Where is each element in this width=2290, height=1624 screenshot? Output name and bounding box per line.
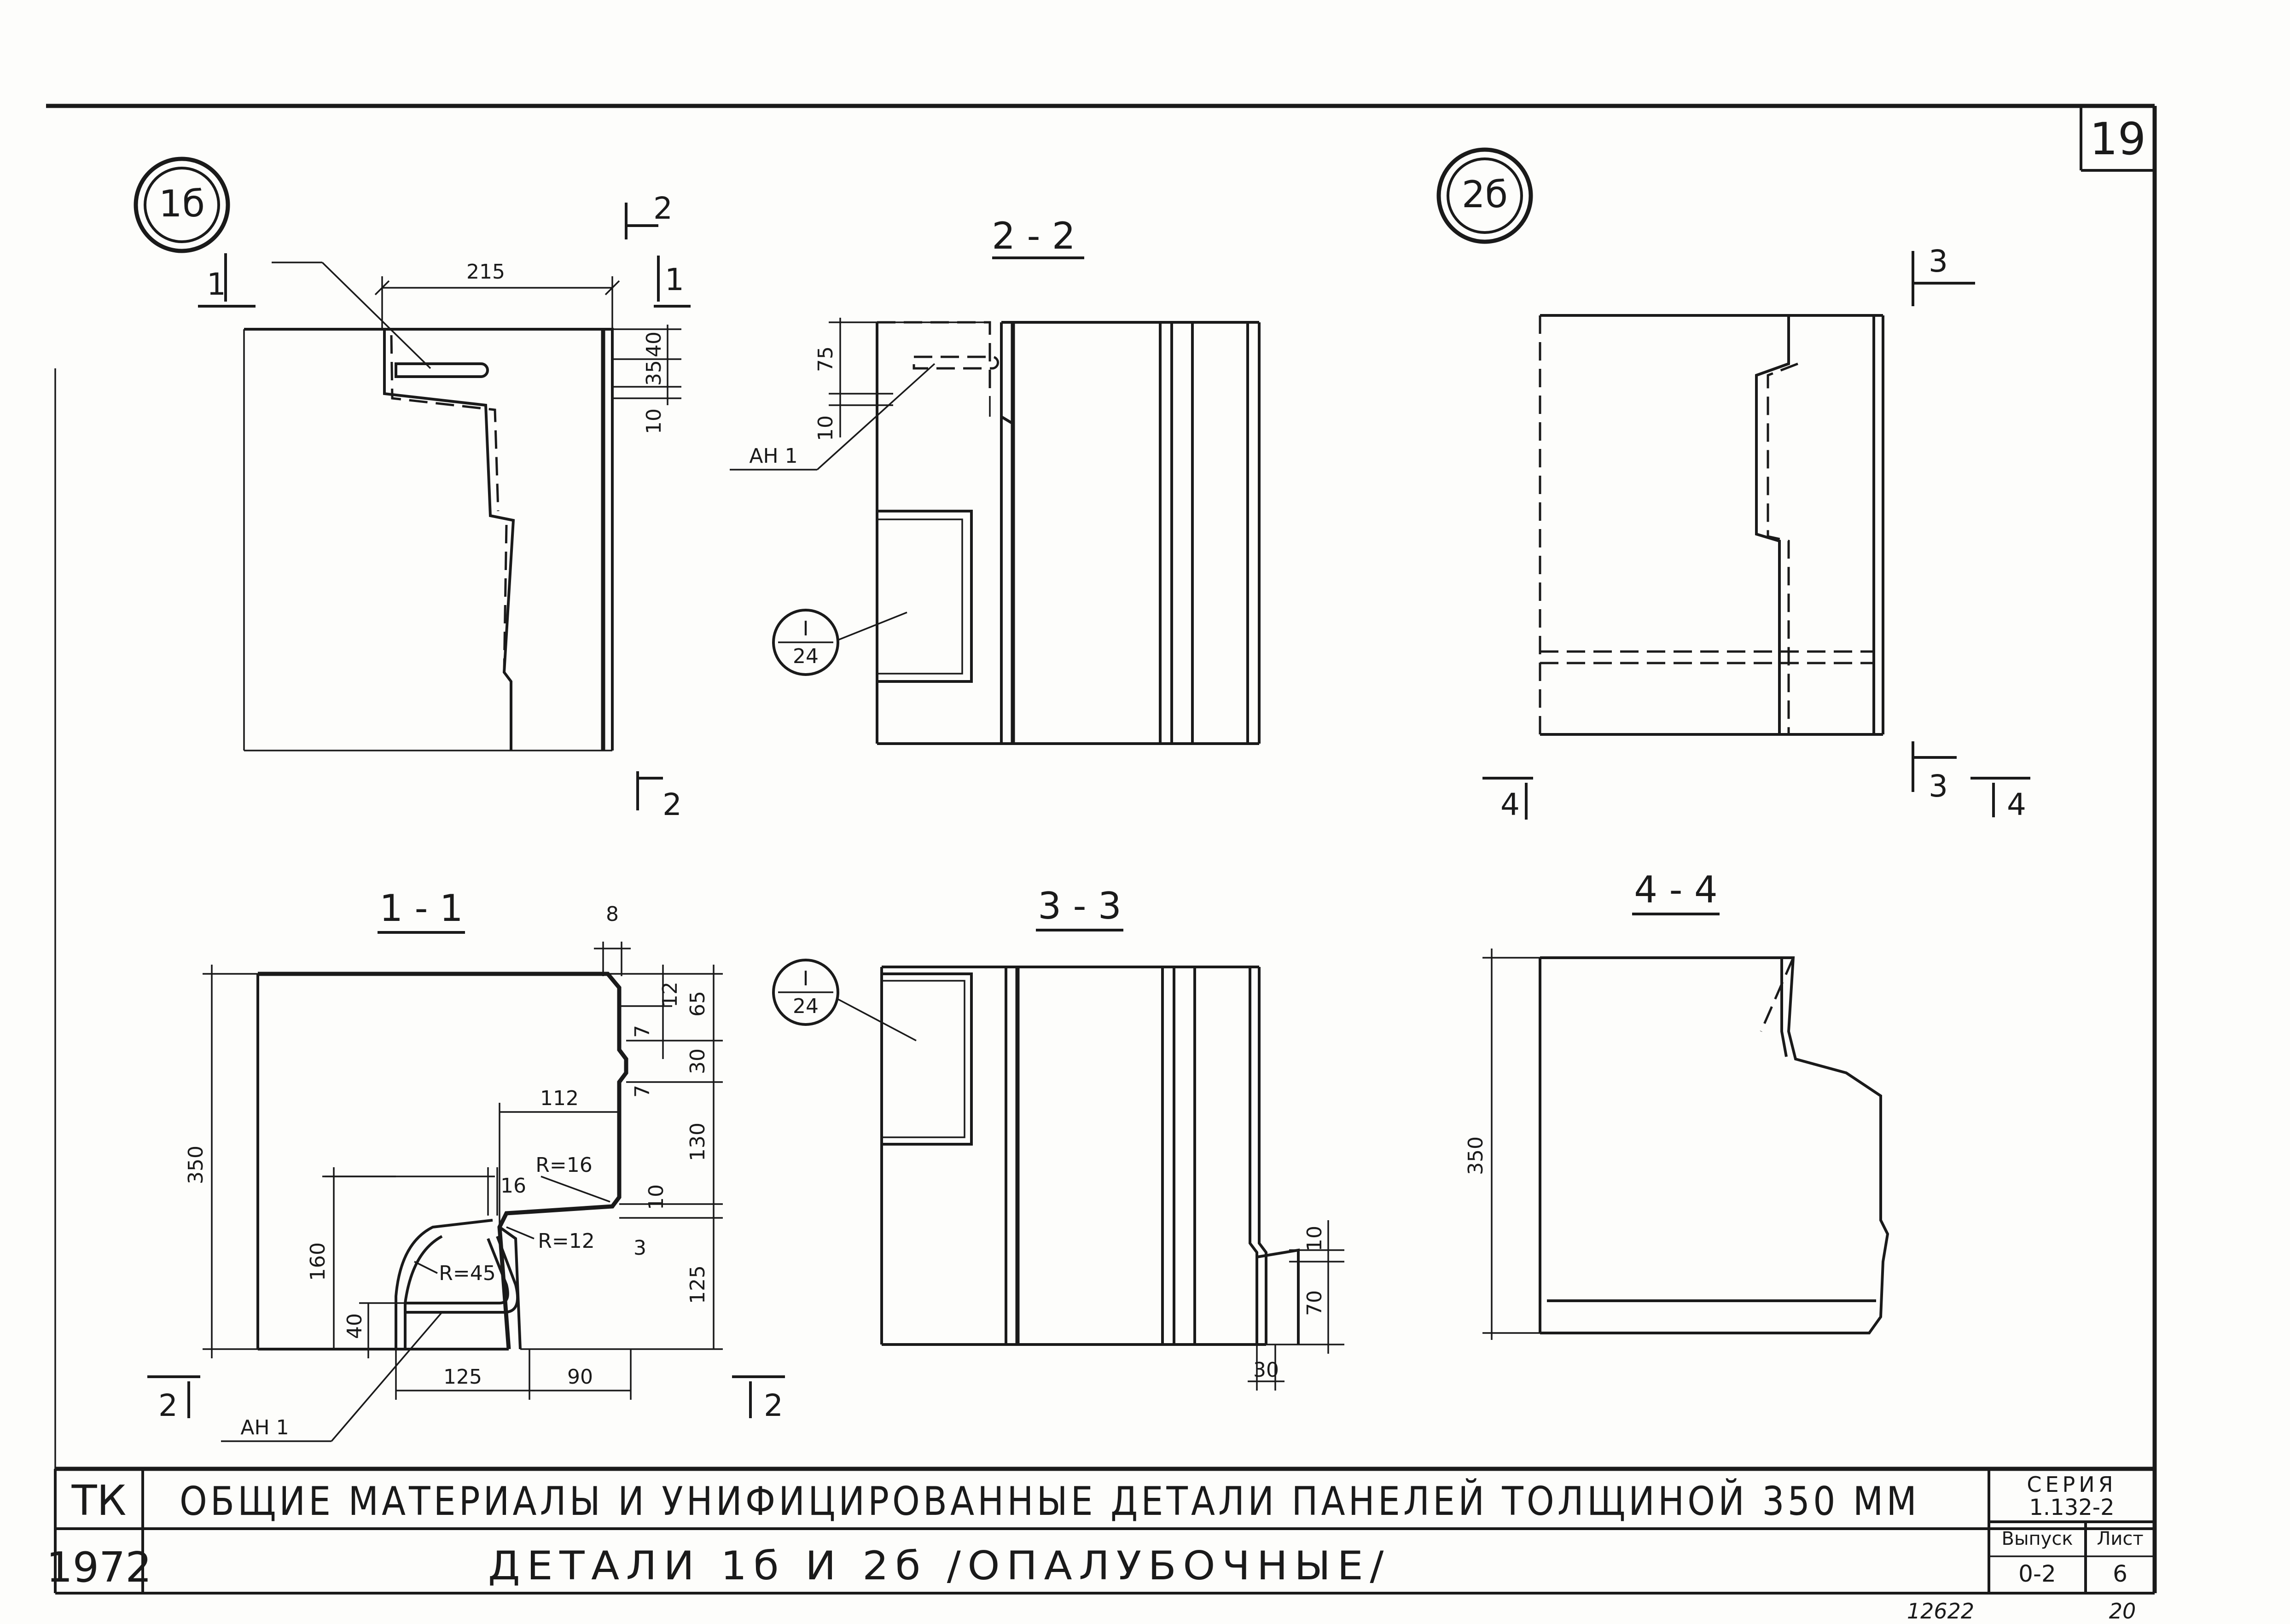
detail-ref-den-22: 24 bbox=[793, 645, 819, 668]
dim-40-11: 40 bbox=[343, 1313, 366, 1339]
series-label: СЕРИЯ bbox=[2027, 1472, 2116, 1497]
dim-10: 10 bbox=[642, 408, 666, 434]
dim-350-11: 350 bbox=[184, 1146, 208, 1184]
cut-mark-3-bottom: 3 bbox=[1929, 768, 1948, 804]
detail-2b-view: 2б 3 3 4 4 bbox=[1436, 147, 2030, 822]
cut-mark-2-left-11: 2 bbox=[158, 1388, 178, 1423]
section-1-1: 1 - 1 8 12 65 7 30 7 112 130 bbox=[147, 887, 785, 1442]
dim-75: 75 bbox=[814, 346, 837, 372]
dim-3: 3 bbox=[634, 1236, 646, 1260]
dim-r16: R=16 bbox=[535, 1153, 592, 1177]
title-line-2: ДЕТАЛИ 1б И 2б /ОПАЛУБОЧНЫЕ/ bbox=[488, 1543, 1390, 1589]
cut-mark-2-bottom: 2 bbox=[663, 787, 682, 822]
dim-65: 65 bbox=[686, 991, 709, 1017]
dim-35: 35 bbox=[642, 360, 666, 386]
detail-ref-num-33: I bbox=[803, 967, 809, 990]
cut-mark-2-top: 2 bbox=[653, 191, 673, 226]
title-line-1: ОБЩИЕ МАТЕРИАЛЫ И УНИФИЦИРОВАННЫЕ ДЕТАЛИ… bbox=[180, 1478, 1920, 1525]
year: 1972 bbox=[46, 1543, 151, 1592]
dim-70: 70 bbox=[1303, 1290, 1326, 1316]
section-4-4: 4 - 4 350 bbox=[1464, 868, 1889, 1340]
cut-mark-1-left: 1 bbox=[207, 267, 226, 302]
title-block: ТК 1972 ОБЩИЕ МАТЕРИАЛЫ И УНИФИЦИРОВАННЫ… bbox=[46, 1469, 2155, 1593]
section-2-2-title: 2 - 2 bbox=[992, 215, 1075, 257]
series-value: 1.132-2 bbox=[2029, 1495, 2114, 1520]
dim-350-44: 350 bbox=[1464, 1136, 1488, 1175]
section-2-2: 2 - 2 75 10 АН 1 I 24 bbox=[730, 215, 1261, 745]
detail-2b-label: 2б bbox=[1462, 173, 1508, 216]
dim-12: 12 bbox=[658, 982, 682, 1007]
dim-10-11: 10 bbox=[645, 1184, 668, 1210]
sheet-number: 19 bbox=[2090, 113, 2146, 165]
handwritten-number-right: 20 bbox=[2109, 1599, 2136, 1624]
dim-90: 90 bbox=[567, 1365, 593, 1389]
issue-label: Выпуск bbox=[2002, 1528, 2073, 1549]
dim-30: 30 bbox=[686, 1048, 709, 1074]
org-code: ТК bbox=[71, 1477, 127, 1525]
cut-mark-1-right: 1 bbox=[665, 262, 684, 297]
cut-mark-4-left: 4 bbox=[1500, 787, 1520, 822]
dim-30-33: 30 bbox=[1253, 1358, 1279, 1382]
detail-ref-num-22: I bbox=[803, 617, 809, 640]
handwritten-number-left: 12622 bbox=[1907, 1599, 1974, 1624]
dim-8: 8 bbox=[606, 902, 619, 926]
dim-7-bottom: 7 bbox=[631, 1085, 654, 1098]
section-3-3: 3 - 3 10 70 30 I 24 bbox=[772, 885, 1344, 1391]
cut-mark-3-top: 3 bbox=[1929, 244, 1948, 279]
dim-r45: R=45 bbox=[439, 1262, 495, 1285]
dim-7-top: 7 bbox=[631, 1025, 654, 1038]
sheet-frame bbox=[46, 104, 2157, 1595]
dim-130: 130 bbox=[686, 1123, 709, 1161]
detail-1b-label: 1б bbox=[159, 182, 205, 225]
dim-10-33: 10 bbox=[1303, 1226, 1326, 1251]
detail-1b-view: 1б 215 40 35 10 1 1 bbox=[134, 157, 691, 822]
dim-215: 215 bbox=[466, 260, 505, 284]
dim-10-22: 10 bbox=[814, 415, 837, 441]
sheet-value: 6 bbox=[2113, 1560, 2127, 1587]
dim-16: 16 bbox=[500, 1174, 526, 1198]
cut-mark-2-right-11: 2 bbox=[764, 1388, 783, 1423]
dim-40: 40 bbox=[642, 332, 666, 357]
dim-125-vert: 125 bbox=[686, 1265, 709, 1304]
dim-r12: R=12 bbox=[538, 1229, 594, 1253]
dim-160: 160 bbox=[306, 1242, 330, 1281]
section-3-3-title: 3 - 3 bbox=[1038, 885, 1122, 927]
rebar-label-11: АН 1 bbox=[240, 1416, 289, 1439]
detail-ref-den-33: 24 bbox=[793, 995, 819, 1018]
section-4-4-title: 4 - 4 bbox=[1634, 868, 1718, 911]
dim-125-horiz: 125 bbox=[443, 1365, 482, 1389]
dim-112: 112 bbox=[540, 1087, 579, 1110]
issue-value: 0-2 bbox=[2018, 1560, 2056, 1587]
cut-mark-4-right: 4 bbox=[2007, 787, 2026, 822]
section-1-1-title: 1 - 1 bbox=[379, 887, 463, 930]
rebar-label-22: АН 1 bbox=[749, 444, 797, 468]
sheet-label: Лист bbox=[2097, 1528, 2143, 1549]
